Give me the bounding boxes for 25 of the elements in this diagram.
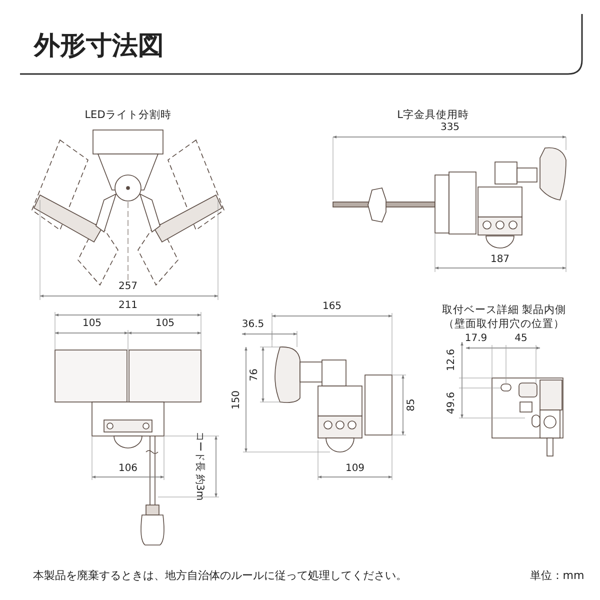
view-caption: （壁面取付用穴の位置） xyxy=(444,318,564,330)
dimension-label: 85 xyxy=(406,398,418,412)
dimension-label: 17.9 xyxy=(464,333,488,345)
unit-label: 単位：mm xyxy=(530,570,584,582)
dimension-label: 257 xyxy=(118,281,138,293)
dimension-label: 109 xyxy=(345,463,365,475)
dimension-label: 150 xyxy=(231,390,243,410)
dimension-label: 105 xyxy=(82,318,102,330)
dimension-label: 187 xyxy=(490,254,510,266)
disposal-note: 本製品を廃棄するときは、地方自治体のルールに従って処理してください。 xyxy=(33,570,407,582)
dimension-label: 12.6 xyxy=(446,348,458,372)
dimension-label: 335 xyxy=(440,122,460,134)
dimension-label: 165 xyxy=(322,301,342,313)
dimension-label: 106 xyxy=(118,463,138,475)
dimension-label: 49.6 xyxy=(446,392,458,414)
dimension-label: 45 xyxy=(514,333,528,345)
view-caption: LEDライト分割時 xyxy=(84,109,172,121)
view-caption: 取付ベース詳細 製品内側 xyxy=(442,304,566,316)
dimension-label: 76 xyxy=(249,368,261,382)
dimension-label: 211 xyxy=(118,300,138,312)
view-caption: L字金具使用時 xyxy=(397,109,469,121)
dimension-label: 36.5 xyxy=(242,319,264,331)
page-title: 外形寸法図 xyxy=(34,30,164,62)
dimension-label: 105 xyxy=(155,318,175,330)
cord-length-label: コード長 約3m xyxy=(193,431,205,501)
